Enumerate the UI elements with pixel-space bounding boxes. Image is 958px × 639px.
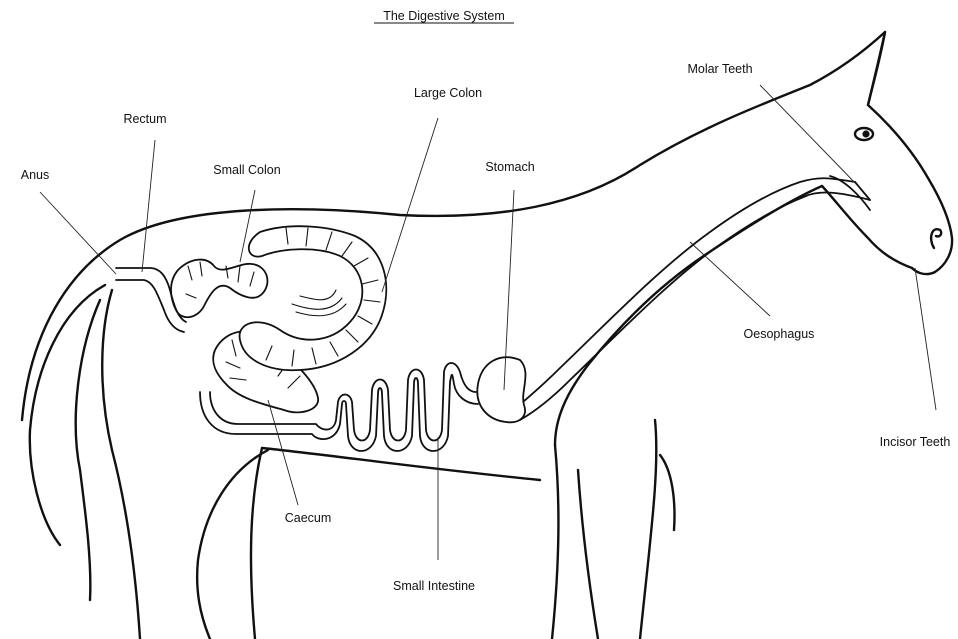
horse-front-leg-outline-2 [578, 470, 598, 639]
anus-leader [40, 192, 116, 274]
horse-hind-leg-back [102, 290, 140, 639]
horse-hind-leg-inner [251, 448, 262, 639]
horse-tail-outline [30, 285, 105, 545]
large-colon-leader [382, 118, 438, 292]
horse-front-leg-outline [552, 445, 558, 639]
horse-back-outline [22, 32, 952, 420]
horse-pupil [862, 130, 869, 137]
label-small-intestine: Small Intestine [393, 579, 475, 593]
horse-tail-inner [76, 300, 100, 600]
large-colon-shape [240, 226, 387, 370]
horse-rear-front-leg [640, 420, 656, 639]
label-rectum: Rectum [123, 112, 166, 126]
incisor-teeth-leader [915, 268, 936, 410]
stomach-shape [477, 357, 525, 422]
large-colon-inner-lines [292, 290, 346, 316]
label-caecum: Caecum [285, 511, 332, 525]
horse-ear-outline [868, 32, 885, 105]
horse-throat-outline [555, 186, 822, 445]
label-stomach: Stomach [485, 160, 534, 174]
small-colon-shape [171, 260, 267, 318]
label-incisor-teeth: Incisor Teeth [880, 435, 951, 449]
labels: Molar Teeth Large Colon Rectum Anus Smal… [21, 62, 951, 593]
leader-lines [40, 85, 936, 560]
label-anus: Anus [21, 168, 50, 182]
oesophagus-tube-upper [516, 178, 855, 408]
label-small-colon: Small Colon [213, 163, 280, 177]
horse-belly-outline [262, 448, 540, 480]
horse-chest-line [660, 455, 674, 530]
label-large-colon: Large Colon [414, 86, 482, 100]
label-molar-teeth: Molar Teeth [687, 62, 752, 76]
horse-nostril [931, 229, 941, 248]
oesophagus-leader [690, 242, 770, 316]
diagram-title: The Digestive System [383, 9, 505, 23]
rectum-leader [142, 140, 155, 272]
digestive-tract [116, 176, 870, 451]
label-oesophagus: Oesophagus [744, 327, 815, 341]
molar-teeth-leader [760, 85, 860, 188]
